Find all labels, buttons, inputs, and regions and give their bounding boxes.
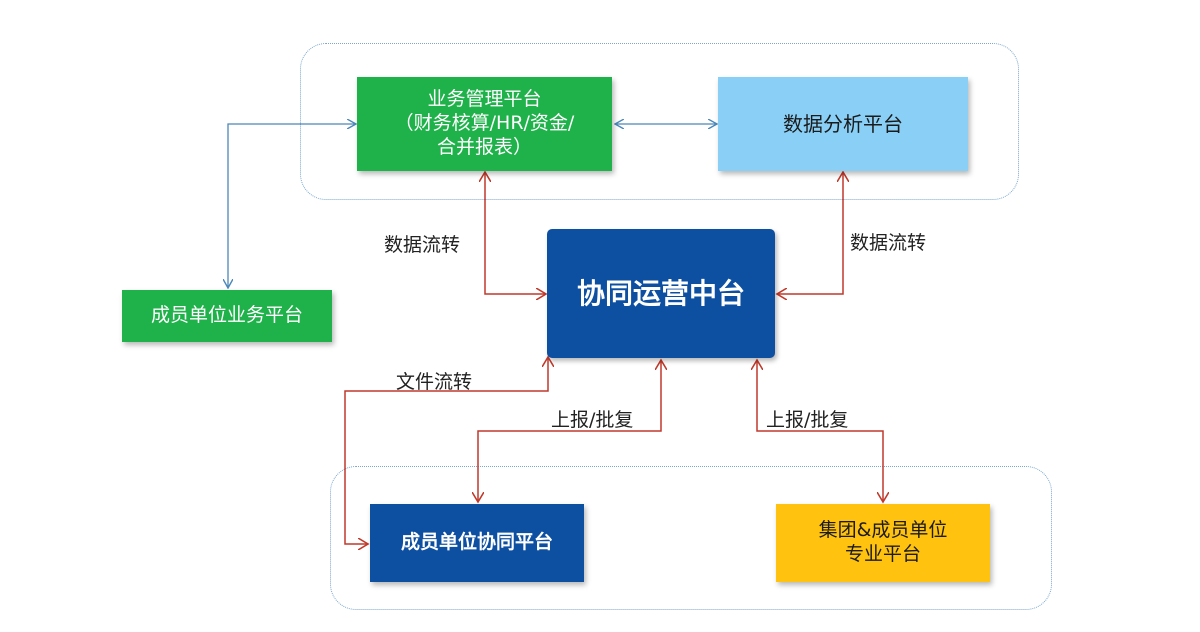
report-right-connector bbox=[757, 361, 883, 501]
data-analysis-platform-node: 数据分析平台 bbox=[718, 77, 968, 171]
group-professional-platform-title: 集团&成员单位 bbox=[818, 519, 948, 542]
report-right-label: 上报/批复 bbox=[766, 409, 849, 431]
file-flow-label: 文件流转 bbox=[396, 371, 473, 393]
data-flow-right-connector bbox=[778, 173, 843, 294]
report-left-connector bbox=[478, 361, 661, 501]
member-business-platform-node: 成员单位业务平台 bbox=[122, 290, 332, 342]
business-management-platform-node: 业务管理平台 （财务核算/HR/资金/ 合并报表） bbox=[357, 77, 612, 171]
data-flow-left-connector bbox=[485, 173, 545, 294]
biz-to-member-connector bbox=[228, 124, 355, 287]
business-management-platform-scope-end: 合并报表） bbox=[436, 135, 532, 158]
member-collaboration-platform-label: 成员单位协同平台 bbox=[400, 531, 553, 554]
business-management-platform-title: 业务管理平台 bbox=[427, 88, 542, 111]
bottom-platform-group bbox=[330, 466, 1052, 610]
business-management-platform-scope: （财务核算/HR/资金/ bbox=[394, 112, 575, 135]
collaborative-operations-hub-label: 协同运营中台 bbox=[576, 277, 745, 310]
data-flow-right-label: 数据流转 bbox=[850, 232, 927, 254]
data-flow-left-label: 数据流转 bbox=[384, 234, 461, 256]
collaborative-operations-hub-node: 协同运营中台 bbox=[547, 229, 775, 358]
report-left-label: 上报/批复 bbox=[551, 409, 634, 431]
member-business-platform-label: 成员单位业务平台 bbox=[150, 304, 303, 327]
member-collaboration-platform-node: 成员单位协同平台 bbox=[370, 504, 584, 582]
group-professional-platform-node: 集团&成员单位 专业平台 bbox=[776, 504, 990, 582]
data-analysis-platform-label: 数据分析平台 bbox=[783, 111, 903, 136]
group-professional-platform-subtitle: 专业平台 bbox=[844, 543, 921, 565]
